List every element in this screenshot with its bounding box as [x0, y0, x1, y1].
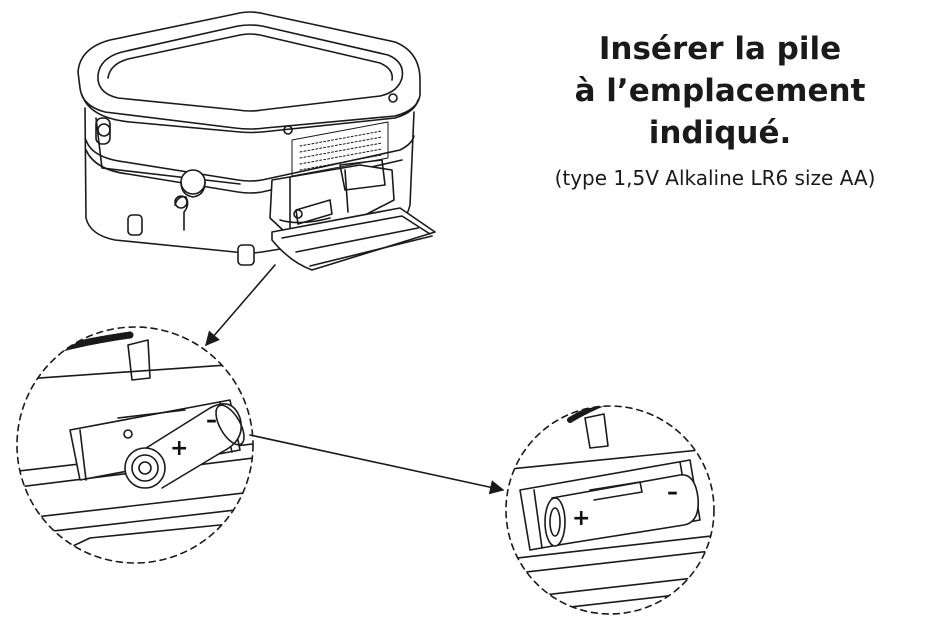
vent-grille — [291, 121, 389, 177]
instruction-line-3: indiqué. — [648, 115, 792, 151]
right-plus-symbol: + — [572, 506, 591, 531]
detail-circle-right — [505, 405, 715, 615]
right-minus-symbol: – — [667, 480, 678, 505]
left-plus-symbol: + — [170, 436, 189, 461]
instruction-heading: Insérer la pile à l’emplacement indiqué. — [540, 28, 900, 154]
instruction-line-2: à l’emplacement — [574, 73, 866, 109]
instruction-line-1: Insérer la pile — [598, 31, 842, 67]
arrow-to-detail-left — [205, 264, 276, 347]
arrow-to-detail-right — [249, 434, 505, 495]
left-minus-symbol: – — [206, 408, 217, 433]
battery-type-note: (type 1,5V Alkaline LR6 size AA) — [554, 166, 876, 190]
device-illustration — [77, 11, 436, 271]
detail-circle-left — [16, 326, 254, 564]
